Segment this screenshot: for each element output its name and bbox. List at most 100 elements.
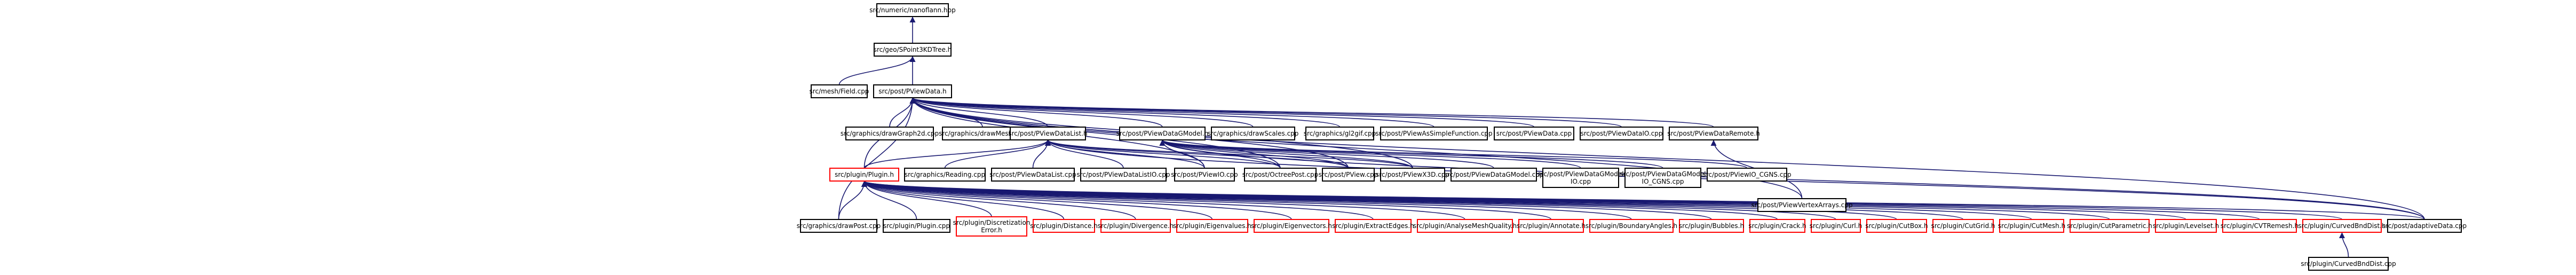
graph-node-n39[interactable]: src/plugin/Crack.h <box>1748 219 1806 233</box>
node-label: src/plugin/CutGrid.h <box>1931 222 1995 230</box>
graph-node-n6[interactable]: src/post/PViewDataList.h <box>1008 127 1088 140</box>
edge-n3-to-n10 <box>909 97 1434 128</box>
node-label: src/post/PViewData.h <box>878 88 946 95</box>
node-label: src/geo/SPoint3KDTree.h <box>874 46 952 53</box>
node-box <box>1494 127 1574 140</box>
edge-n3-to-n8 <box>909 97 1254 128</box>
node-label: IO.cpp <box>1571 178 1591 185</box>
node-label: src/plugin/CurvedBndDist.cpp <box>2301 260 2396 268</box>
graph-node-n30[interactable]: src/plugin/Distance.h <box>1030 219 1098 233</box>
node-label: src/plugin/AnalyseMeshQuality.h <box>1413 222 1517 230</box>
node-box <box>2308 257 2389 271</box>
node-label: src/plugin/CVTRemesh.h <box>2221 222 2298 230</box>
graph-node-n49[interactable]: src/plugin/CurvedBndDist.cpp <box>2301 257 2396 271</box>
graph-node-n46[interactable]: src/plugin/CVTRemesh.h <box>2221 219 2298 233</box>
node-label: src/plugin/CutBox.h <box>1865 222 1928 230</box>
node-box <box>956 216 1027 237</box>
graph-node-n21[interactable]: src/post/PViewX3D.cpp <box>1376 168 1449 182</box>
graph-node-n4[interactable]: src/graphics/drawGraph2d.cpp <box>841 127 939 140</box>
graph-node-n28[interactable]: src/plugin/Plugin.cpp <box>883 219 950 233</box>
edge-n3-to-n7 <box>909 97 1163 128</box>
node-label: src/graphics/drawPost.cpp <box>797 222 881 230</box>
node-label: src/post/PViewDataGModel.cpp <box>1444 171 1544 178</box>
node-box <box>811 84 868 98</box>
graph-node-n18[interactable]: src/post/PViewIO.cpp <box>1171 168 1238 182</box>
node-label: src/post/PView.cpp <box>1319 171 1378 178</box>
graph-node-n11[interactable]: src/post/PViewData.cpp <box>1494 127 1574 140</box>
node-box <box>1211 127 1295 140</box>
edge-n6-to-n21 <box>1045 139 1413 169</box>
node-layer: src/numeric/nanoflann.hppsrc/geo/SPoint3… <box>797 3 2467 271</box>
edge-n3-to-n13 <box>910 97 1714 128</box>
graph-node-n34[interactable]: src/plugin/ExtractEdges.h <box>1332 219 1414 233</box>
node-box <box>1542 168 1619 188</box>
graph-node-n14[interactable]: src/plugin/Plugin.h <box>829 168 899 182</box>
graph-node-n33[interactable]: src/plugin/Eigenvectors.h <box>1251 219 1332 233</box>
graph-node-n5[interactable]: src/graphics/drawMesh.cpp <box>939 127 1026 140</box>
graph-node-n2[interactable]: src/mesh/Field.cpp <box>810 84 869 98</box>
graph-node-n20[interactable]: src/post/PView.cpp <box>1319 168 1378 182</box>
node-label: src/post/PViewDataList.cpp <box>989 171 1076 178</box>
edge-n14-to-n33 <box>861 180 1292 220</box>
graph-node-n12[interactable]: src/post/PViewDataIO.cpp <box>1580 127 1663 140</box>
graph-node-n35[interactable]: src/plugin/AnalyseMeshQuality.h <box>1413 219 1517 233</box>
graph-node-n38[interactable]: src/plugin/Bubbles.h <box>1679 219 1744 233</box>
graph-node-n48[interactable]: src/post/adaptiveData.cpp <box>2382 219 2467 233</box>
edge-n14-to-n30 <box>861 180 1065 220</box>
graph-node-n37[interactable]: src/plugin/BoundaryAngles.h <box>1586 219 1677 233</box>
graph-node-n7[interactable]: src/post/PViewDataGModel.h <box>1116 127 1209 140</box>
node-label: src/plugin/Crack.h <box>1748 222 1806 230</box>
graph-node-n47[interactable]: src/plugin/CurvedBndDist.h <box>2298 219 2386 233</box>
graph-node-n45[interactable]: src/plugin/Levelset.h <box>2153 219 2219 233</box>
node-label: src/plugin/Plugin.cpp <box>883 222 950 230</box>
graph-node-n36[interactable]: src/plugin/Annotate.h <box>1517 219 1586 233</box>
node-label: src/plugin/CurvedBndDist.h <box>2298 222 2385 230</box>
graph-node-n26[interactable]: src/post/PViewVertexArrays.cpp <box>1751 198 1853 212</box>
graph-node-n22[interactable]: src/post/PViewDataGModel.cpp <box>1444 168 1544 182</box>
graph-node-n43[interactable]: src/plugin/CutMesh.h <box>1998 219 2065 233</box>
graph-node-n16[interactable]: src/post/PViewDataList.cpp <box>989 168 1076 182</box>
node-label: src/post/PViewVertexArrays.cpp <box>1751 201 1852 209</box>
graph-node-n25[interactable]: src/post/PViewIO_CGNS.cpp <box>1702 168 1792 182</box>
node-label: src/plugin/BoundaryAngles.h <box>1586 222 1677 230</box>
edge-n14-to-n31 <box>861 180 1136 220</box>
graph-node-n31[interactable]: src/plugin/Divergence.h <box>1098 219 1174 233</box>
edge-n7-to-n20 <box>1159 139 1349 169</box>
node-box <box>2070 219 2150 233</box>
graph-node-n27[interactable]: src/graphics/drawPost.cpp <box>797 219 881 233</box>
node-box <box>1679 219 1744 233</box>
node-label: src/plugin/Levelset.h <box>2153 222 2219 230</box>
graph-node-n3[interactable]: src/post/PViewData.h <box>873 84 952 98</box>
node-label: src/post/OctreePost.cpp <box>1242 171 1318 178</box>
graph-node-n41[interactable]: src/plugin/CutBox.h <box>1865 219 1928 233</box>
node-box <box>1380 127 1488 140</box>
graph-node-n15[interactable]: src/graphics/Reading.cpp <box>904 168 986 182</box>
graph-node-n10[interactable]: src/post/PViewAsSimpleFunction.cpp <box>1375 127 1493 140</box>
node-label: src/post/PViewAsSimpleFunction.cpp <box>1375 130 1492 137</box>
node-label: src/graphics/gl2gif.cpp <box>1304 130 1376 137</box>
node-label: src/graphics/drawGraph2d.cpp <box>841 130 939 137</box>
graph-node-n1[interactable]: src/geo/SPoint3KDTree.h <box>874 43 952 57</box>
graph-node-n9[interactable]: src/graphics/gl2gif.cpp <box>1304 127 1376 140</box>
node-label: src/graphics/drawScales.cpp <box>1208 130 1299 137</box>
graph-node-n42[interactable]: src/plugin/CutGrid.h <box>1931 219 1995 233</box>
node-label: src/post/PViewDataGModel <box>1620 170 1706 178</box>
graph-node-n32[interactable]: src/plugin/Eigenvalues.h <box>1173 219 1251 233</box>
node-box <box>1589 219 1674 233</box>
node-label: src/post/adaptiveData.cpp <box>2382 222 2467 230</box>
node-label: src/plugin/Annotate.h <box>1517 222 1586 230</box>
edge-n3-to-n6 <box>909 97 1049 128</box>
edge-n6-to-n15 <box>944 139 1051 169</box>
node-box <box>1811 219 1861 233</box>
graph-node-n17[interactable]: src/post/PViewDataListIO.cpp <box>1076 168 1170 182</box>
graph-node-n13[interactable]: src/post/PViewDataRemote.h <box>1667 127 1760 140</box>
node-box <box>1335 219 1412 233</box>
graph-node-n8[interactable]: src/graphics/drawScales.cpp <box>1208 127 1299 140</box>
node-label: src/plugin/Divergence.h <box>1098 222 1174 230</box>
graph-node-n44[interactable]: src/plugin/CutParametric.h <box>2067 219 2152 233</box>
graph-node-n19[interactable]: src/post/OctreePost.cpp <box>1242 168 1318 182</box>
graph-node-n40[interactable]: src/plugin/Curl.h <box>1810 219 1862 233</box>
